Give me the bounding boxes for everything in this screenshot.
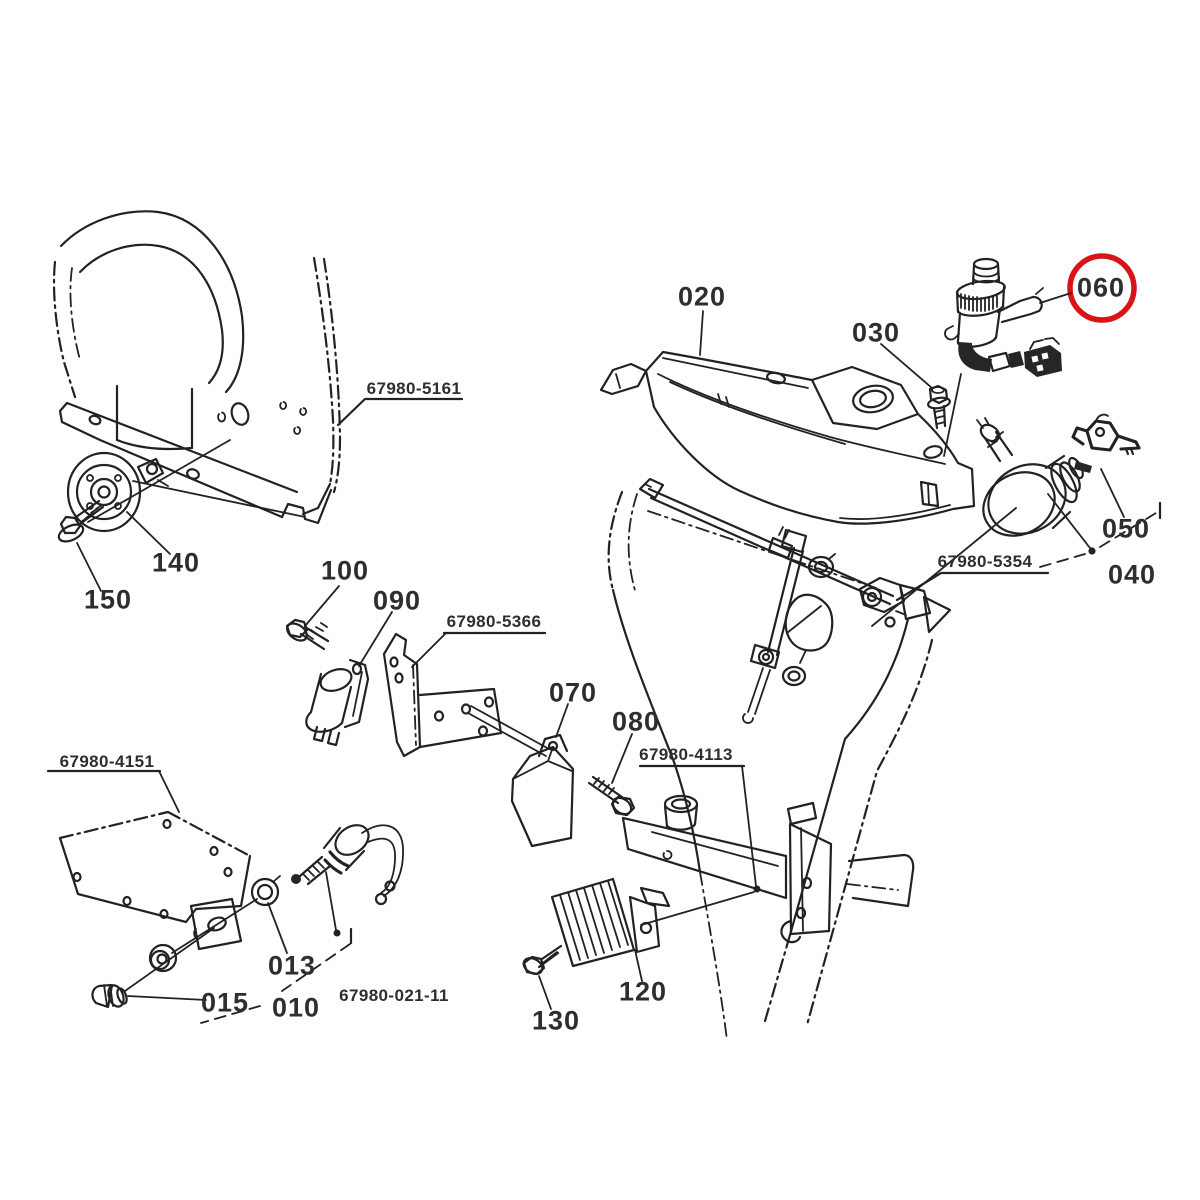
controller-box-drawing: [510, 703, 636, 848]
lower-bracket-drawing: [522, 765, 915, 1010]
part-number-label-67980-5354: 67980-5354: [937, 552, 1033, 571]
side-panel-drawing: [52, 210, 342, 525]
part-ref-label-050: 050: [1101, 513, 1151, 544]
part-number-label-67980-4113: 67980-4113: [639, 745, 733, 764]
part-ref-label-040: 040: [1107, 559, 1157, 590]
part-number-label-67980-021-11: 67980-021-11: [339, 986, 449, 1005]
ignition-switch-drawing: [871, 413, 1162, 627]
part-number-label-67980-5366: 67980-5366: [446, 612, 542, 631]
part-ref-label-070: 070: [548, 677, 598, 708]
label-underlines: [46, 397, 1050, 773]
cowl-support-drawing: [607, 477, 952, 1041]
part-ref-label-130: 130: [531, 1005, 581, 1036]
part-ref-label-010: 010: [271, 992, 321, 1023]
part-ref-label-060-highlighted: 060: [1076, 272, 1126, 303]
part-number-label-67980-4151: 67980-4151: [59, 752, 155, 771]
part-ref-label-030: 030: [851, 317, 901, 348]
safety-switch-drawing: [943, 253, 1137, 457]
part-ref-label-090: 090: [372, 585, 422, 616]
part-ref-label-015: 015: [200, 987, 250, 1018]
dash-panel-drawing: [599, 310, 976, 525]
highlight-circle-060: [1067, 253, 1137, 323]
horn-drawing: [57, 451, 171, 592]
part-ref-label-100: 100: [320, 555, 370, 586]
part-ref-label-120: 120: [618, 976, 668, 1007]
part-ref-label-140: 140: [151, 547, 201, 578]
part-ref-label-013: 013: [267, 950, 317, 981]
switch-plate-drawing: [58, 770, 404, 1024]
relay-bracket-drawing: [285, 585, 550, 758]
part-number-label-67980-5161: 67980-5161: [366, 379, 462, 398]
part-ref-label-150: 150: [83, 584, 133, 615]
part-ref-label-020: 020: [677, 281, 727, 312]
part-ref-label-080: 080: [611, 706, 661, 737]
